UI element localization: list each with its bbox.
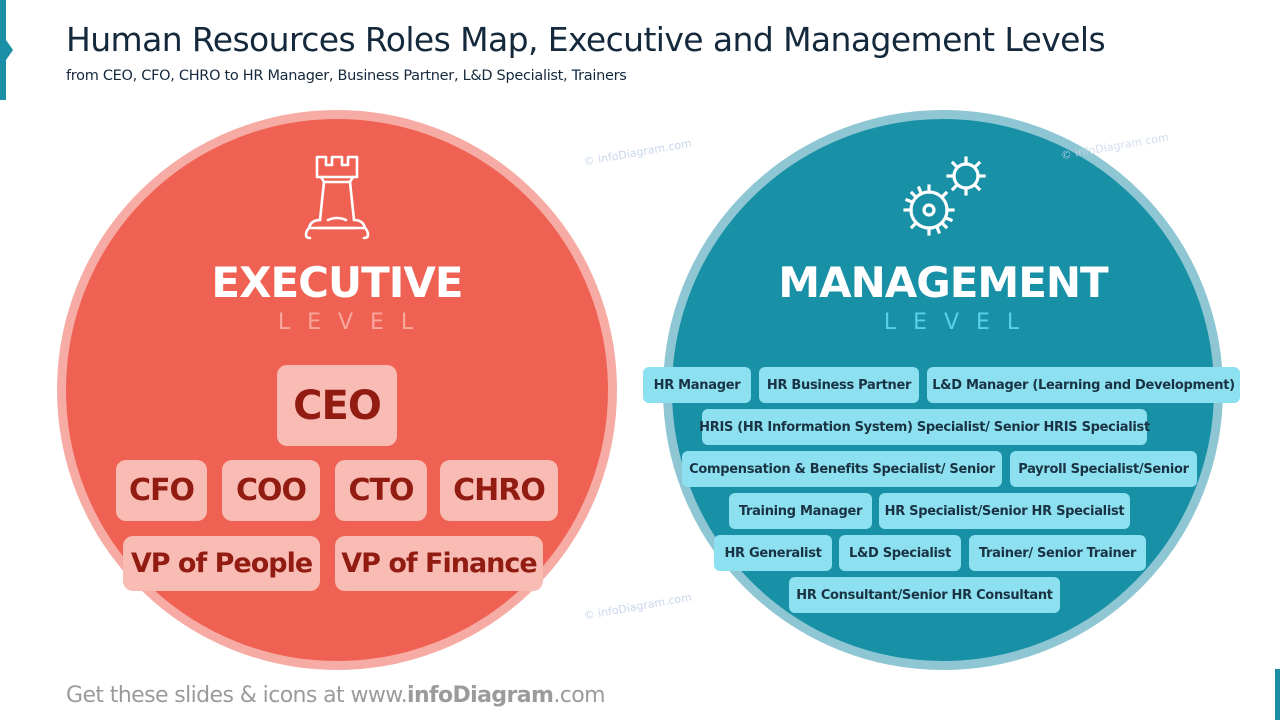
footer-prefix: Get these slides & icons at www. [66, 683, 408, 708]
role-box-chro: CHRO [440, 460, 558, 521]
role-box-training-manager: Training Manager [729, 493, 872, 529]
watermark: © infoDiagram.com [1059, 130, 1170, 163]
footer-promo[interactable]: Get these slides & icons at www.infoDiag… [66, 683, 606, 708]
accent-bar-left [0, 0, 6, 100]
role-box-cfo: CFO [116, 460, 207, 521]
accent-chevron [6, 40, 13, 60]
role-box-hr-generalist: HR Generalist [714, 535, 832, 571]
watermark: © infoDiagram.com [582, 590, 693, 623]
role-box-hris-specialist: HRIS (HR Information System) Specialist/… [699, 409, 1150, 445]
role-box-hr-consultant: HR Consultant/Senior HR Consultant [789, 577, 1060, 613]
role-box-ld-manager: L&D Manager (Learning and Development) [927, 367, 1240, 403]
role-box-ceo: CEO [277, 365, 397, 446]
management-level-title: MANAGEMENT [778, 258, 1108, 307]
role-box-vp-of-people: VP of People [123, 536, 320, 591]
accent-bar-right [1275, 669, 1280, 720]
role-box-hr-business-partner: HR Business Partner [759, 367, 919, 403]
watermark: © infoDiagram.com [582, 136, 693, 169]
executive-level-title: EXECUTIVE [211, 258, 463, 307]
executive-level-subtitle: LEVEL [277, 310, 431, 335]
role-box-hr-manager: HR Manager [643, 367, 751, 403]
gears-icon [895, 150, 991, 242]
role-box-compensation-benefits: Compensation & Benefits Specialist/ Seni… [682, 451, 1002, 487]
role-box-payroll-specialist: Payroll Specialist/Senior [1010, 451, 1197, 487]
page-subtitle: from CEO, CFO, CHRO to HR Manager, Busin… [66, 68, 627, 84]
chess-rook-icon [300, 152, 374, 242]
page-title: Human Resources Roles Map, Executive and… [66, 20, 1106, 59]
role-box-hr-specialist: HR Specialist/Senior HR Specialist [879, 493, 1130, 529]
management-level-subtitle: LEVEL [883, 310, 1037, 335]
role-box-ld-specialist: L&D Specialist [839, 535, 961, 571]
role-box-coo: COO [222, 460, 320, 521]
role-box-vp-of-finance: VP of Finance [335, 536, 543, 591]
footer-brand: infoDiagram [407, 683, 554, 708]
role-box-trainer: Trainer/ Senior Trainer [969, 535, 1146, 571]
role-box-cto: CTO [335, 460, 427, 521]
footer-suffix: .com [553, 683, 605, 708]
